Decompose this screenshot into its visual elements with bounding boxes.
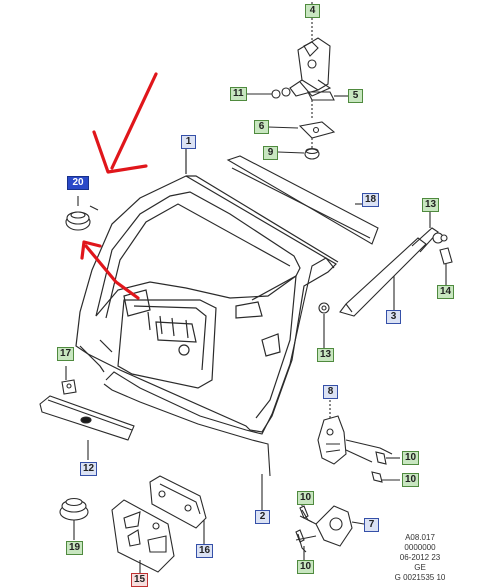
reference-market: GE <box>414 563 426 572</box>
callout-2[interactable]: 2 <box>255 510 270 524</box>
bracket-plate <box>111 499 175 574</box>
curved-red-arrow-shaft <box>84 244 140 300</box>
callout-19[interactable]: 19 <box>66 541 84 555</box>
bumper-pad <box>59 497 89 540</box>
callout-13-top[interactable]: 13 <box>422 198 440 212</box>
callout-12[interactable]: 12 <box>80 462 98 476</box>
callout-13-bottom[interactable]: 13 <box>317 348 335 362</box>
curved-red-arrow-head <box>80 240 102 260</box>
callout-9[interactable]: 9 <box>263 146 278 160</box>
callout-16[interactable]: 16 <box>196 544 214 558</box>
reference-date: 06-2012 23 <box>399 553 441 562</box>
big-red-arrow-shaft <box>110 72 158 170</box>
callout-5[interactable]: 5 <box>348 89 363 103</box>
callout-8[interactable]: 8 <box>323 385 338 399</box>
callout-3[interactable]: 3 <box>386 310 401 324</box>
callout-10-latch-bottom[interactable]: 10 <box>297 560 315 574</box>
roof-spoiler <box>226 155 379 245</box>
callout-10-upper[interactable]: 10 <box>402 451 420 465</box>
latch-housing <box>295 496 365 560</box>
reference-id: G 0021535 10 <box>394 573 446 582</box>
rubber-cap <box>65 196 99 231</box>
callout-10-latch-top[interactable]: 10 <box>297 491 315 505</box>
callout-14[interactable]: 14 <box>437 285 455 299</box>
weatherstrip-seal <box>103 257 335 512</box>
chrome-trim-strip <box>39 395 135 460</box>
callout-4[interactable]: 4 <box>305 4 320 18</box>
callout-18[interactable]: 18 <box>362 193 380 207</box>
lock-assembly <box>317 400 400 483</box>
diagram-reference-block: A08.017 0000000 06-2012 23 GE G 0021535 … <box>380 533 460 583</box>
reference-code: A08.017 <box>405 533 435 542</box>
license-plate-trim <box>149 475 207 544</box>
callout-6[interactable]: 6 <box>254 120 269 134</box>
tailgate-panel <box>75 148 339 433</box>
callout-20[interactable]: 20 <box>67 176 89 190</box>
big-red-arrow-head <box>92 130 148 174</box>
callout-10-lower[interactable]: 10 <box>402 473 420 487</box>
hinge-assembly <box>246 2 348 160</box>
grommet <box>61 366 77 395</box>
callout-11[interactable]: 11 <box>230 87 247 101</box>
callout-17[interactable]: 17 <box>57 347 75 361</box>
callout-15[interactable]: 15 <box>131 573 149 587</box>
reference-number: 0000000 <box>404 543 436 552</box>
gas-strut <box>318 210 453 348</box>
callout-7[interactable]: 7 <box>364 518 379 532</box>
callout-1[interactable]: 1 <box>181 135 196 149</box>
red-annotation-arrows <box>80 72 158 300</box>
